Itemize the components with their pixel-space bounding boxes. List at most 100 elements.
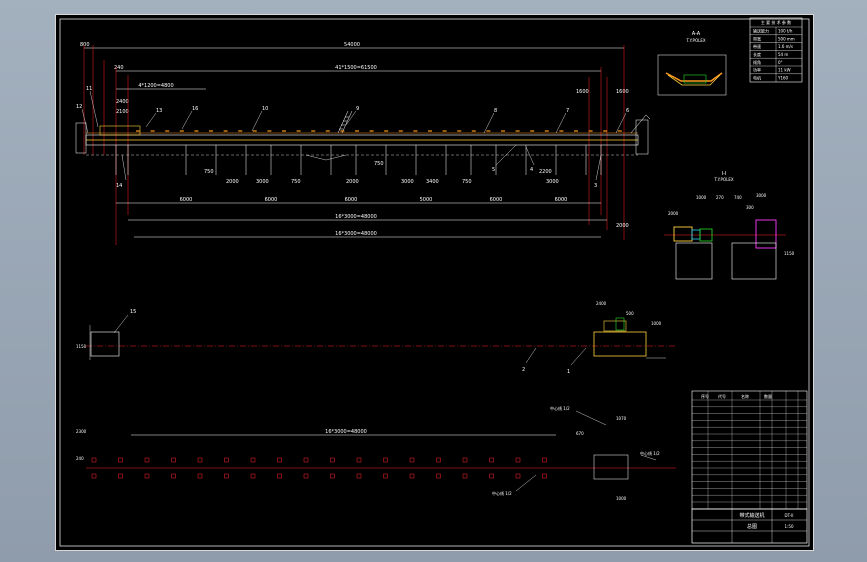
foundation-view: 16*3000=48000 2300 240 670 1070 1000 中心线… bbox=[76, 405, 676, 501]
drive-dim-1: 2000 bbox=[668, 211, 679, 216]
small-dim-8: 3400 bbox=[426, 179, 439, 185]
anchor-bolt-top bbox=[409, 457, 415, 463]
small-dim-2: 2000 bbox=[226, 179, 239, 185]
troughed-idler bbox=[665, 72, 723, 82]
anchor-bolt-top bbox=[462, 457, 468, 463]
anchor-bolt-top bbox=[197, 457, 203, 463]
leader-text-1: 中心线 1/2 bbox=[550, 405, 570, 411]
small-dim-6: 750 bbox=[374, 161, 384, 167]
anchor-bolt-bottom bbox=[224, 473, 229, 479]
bom-header-name: 名称 bbox=[741, 393, 749, 399]
small-dim-3: 3000 bbox=[256, 179, 269, 185]
plan-part-1: 1 bbox=[567, 369, 570, 375]
part-3: 3 bbox=[594, 183, 597, 189]
elevation-view: 54000 41*1500=61500 4*1200=4800 800 240 … bbox=[75, 42, 651, 245]
dim-spacing-1: 6000 bbox=[180, 197, 193, 203]
drive-dim-3: 270 bbox=[716, 195, 724, 200]
anchor-bolt-top bbox=[383, 457, 388, 463]
part-5: 5 bbox=[492, 167, 495, 173]
anchor-bolt-top bbox=[356, 457, 362, 463]
dim-right-1600: 1600 bbox=[576, 89, 589, 95]
small-dim-5: 2000 bbox=[346, 179, 359, 185]
section-a-title: A-A bbox=[692, 31, 701, 37]
anchor-bolt-top bbox=[224, 457, 229, 463]
title-scale: 1:50 bbox=[785, 524, 794, 529]
part-14: 14 bbox=[116, 183, 122, 189]
bom-table: 序号 代号 名称 数量 bbox=[691, 390, 808, 510]
anchor-bolt-top bbox=[436, 457, 441, 463]
part-12: 12 bbox=[76, 104, 82, 110]
anchor-bolt-top bbox=[303, 457, 309, 463]
ladder bbox=[337, 110, 353, 134]
part-16: 16 bbox=[192, 106, 198, 112]
anchor-bolt-top bbox=[118, 457, 123, 463]
tech-row-value: 0° bbox=[778, 60, 783, 65]
found-dim-2: 240 bbox=[76, 456, 84, 461]
drive-base-2 bbox=[731, 242, 777, 280]
dim-left-800: 800 bbox=[80, 42, 90, 48]
anchor-bolt-bottom bbox=[409, 473, 415, 479]
found-leaders bbox=[515, 410, 657, 492]
plan-dim-4: 1150 bbox=[76, 344, 87, 349]
drive-dim-2: 1000 bbox=[696, 195, 707, 200]
section-a-frame bbox=[657, 54, 727, 96]
anchor-bolt-bottom bbox=[436, 473, 441, 479]
loading-chute bbox=[99, 125, 141, 136]
anchor-bolt-bottom bbox=[542, 473, 547, 479]
bom-grid bbox=[692, 391, 807, 509]
gearbox bbox=[673, 226, 693, 242]
idler-bracket bbox=[683, 74, 707, 84]
anchor-bolt-top bbox=[250, 457, 256, 463]
tail-frame-plan bbox=[90, 331, 120, 357]
motor-plan bbox=[615, 317, 625, 331]
leader-text-2: 中心线 1/2 bbox=[640, 450, 660, 456]
anchor-bolt-bottom bbox=[330, 473, 335, 479]
anchor-bolt-top bbox=[144, 457, 150, 463]
small-dim-1: 750 bbox=[204, 169, 214, 175]
tech-row-value: 1.6 m/s bbox=[778, 44, 793, 49]
drive-base-1 bbox=[675, 242, 713, 280]
dim-spacing-3: 6000 bbox=[345, 197, 358, 203]
anchor-bolt-top bbox=[489, 457, 494, 463]
bom-header-code: 代号 bbox=[718, 393, 726, 399]
small-dim-10: 2200 bbox=[539, 169, 552, 175]
anchor-bolt-bottom bbox=[197, 473, 203, 479]
dim-left-2100: 2100 bbox=[116, 109, 129, 115]
plan-dim-3: 1000 bbox=[651, 321, 662, 326]
tech-row-label: 倾角 bbox=[753, 59, 761, 65]
drive-foundation bbox=[593, 454, 629, 480]
anchor-bolt-bottom bbox=[383, 473, 388, 479]
anchor-bolt-bottom bbox=[118, 473, 123, 479]
bom-header-no: 序号 bbox=[701, 393, 709, 399]
section-a-a: A-A T.Y.POLEX bbox=[657, 31, 727, 96]
found-dim-3: 670 bbox=[576, 431, 584, 436]
anchor-bolt-bottom bbox=[303, 473, 309, 479]
head-frame-plan bbox=[593, 331, 647, 357]
part-10: 10 bbox=[262, 106, 268, 112]
found-dim-5: 1000 bbox=[616, 496, 627, 501]
plan-view: 500 2400 1000 1150 15 2 1 bbox=[76, 301, 676, 375]
anchor-bolt-top bbox=[515, 457, 521, 463]
plan-leaders bbox=[113, 314, 587, 366]
drive-pulley bbox=[755, 219, 777, 249]
anchor-bolt-top bbox=[542, 457, 547, 463]
dim-spacing-5: 6000 bbox=[490, 197, 503, 203]
small-dim-4: 750 bbox=[291, 179, 301, 185]
dim-support-span-2: 16*3000=48000 bbox=[335, 231, 377, 237]
anchor-bolt-top bbox=[171, 457, 176, 463]
dim-total-length: 54000 bbox=[344, 42, 360, 48]
title-block: 带式输送机 总图 DT-II 1:50 bbox=[691, 508, 808, 544]
drawing-canvas[interactable]: 54000 41*1500=61500 4*1200=4800 800 240 … bbox=[56, 15, 813, 550]
plan-dim-1: 500 bbox=[626, 311, 634, 316]
trough-belt bbox=[667, 74, 721, 86]
anchor-bolt-bottom bbox=[91, 473, 97, 479]
tech-row-label: 输送能力 bbox=[753, 28, 769, 34]
anchor-bolt-bottom bbox=[462, 473, 468, 479]
small-dim-11: 3000 bbox=[546, 179, 559, 185]
bom-header-qty: 数量 bbox=[764, 393, 772, 399]
support-legs bbox=[115, 145, 602, 175]
part-13: 13 bbox=[156, 108, 162, 114]
drive-dim-7: 1150 bbox=[784, 251, 795, 256]
